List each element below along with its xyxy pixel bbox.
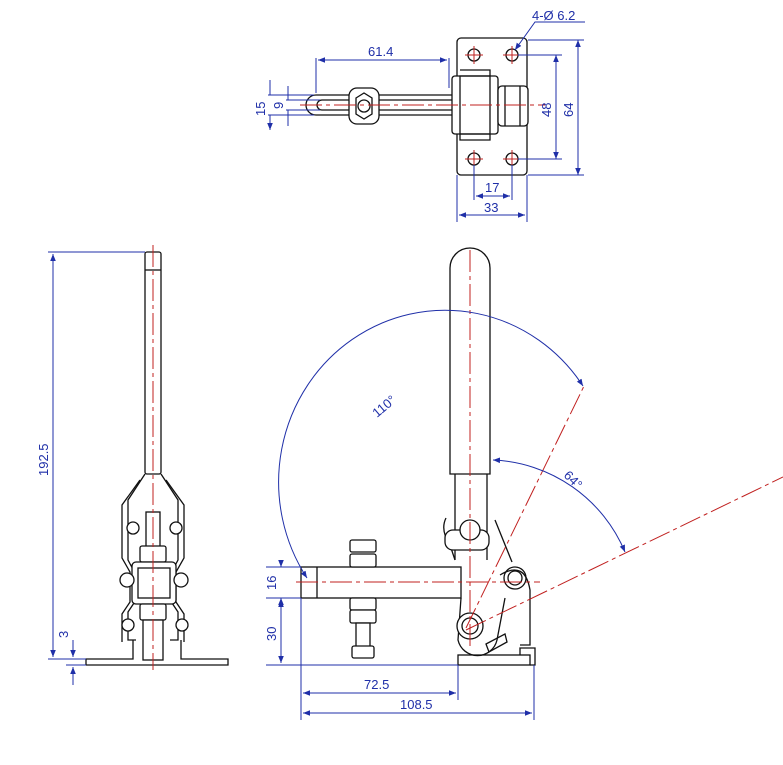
dim-outer-width: 15: [253, 102, 268, 116]
hole-callout: 4-Ø 6.2: [532, 8, 575, 23]
dim-hole-spacing-horizontal: 17: [485, 180, 499, 195]
top-view: 61.4 15 9 64 48 17 33 4-Ø 6.2: [253, 8, 585, 222]
front-dimensions: 192.5 3: [36, 251, 145, 685]
top-spindle-nut: [348, 87, 380, 125]
dim-spindle-reach: 72.5: [364, 677, 389, 692]
side-body: [443, 517, 536, 666]
front-view: 192.5 3: [36, 245, 229, 685]
dim-base-height: 64: [561, 103, 576, 117]
dim-slot-width: 9: [271, 102, 286, 109]
dim-base-width: 33: [484, 200, 498, 215]
angle-handle-label: 64°: [561, 468, 586, 493]
side-dimensions: 16 30 72.5 108.5: [264, 560, 535, 720]
side-view: 110° 64° 16 30 72.5 108.5: [264, 247, 783, 720]
side-spindle: [349, 539, 377, 659]
top-dimensions: 61.4 15 9 64 48 17 33 4-Ø 6.2: [253, 8, 585, 222]
dim-base-thickness: 3: [56, 631, 71, 638]
front-base: [85, 640, 229, 666]
angle-open-label: 110°: [369, 392, 399, 420]
dim-total-height: 192.5: [36, 443, 51, 476]
side-handle: [449, 247, 491, 470]
dim-spindle-height: 30: [264, 627, 279, 641]
dim-arm-length: 61.4: [368, 44, 393, 59]
dim-arm-height: 16: [264, 576, 279, 590]
dim-hole-spacing-vertical: 48: [539, 103, 554, 117]
dim-overall-length: 108.5: [400, 697, 433, 712]
